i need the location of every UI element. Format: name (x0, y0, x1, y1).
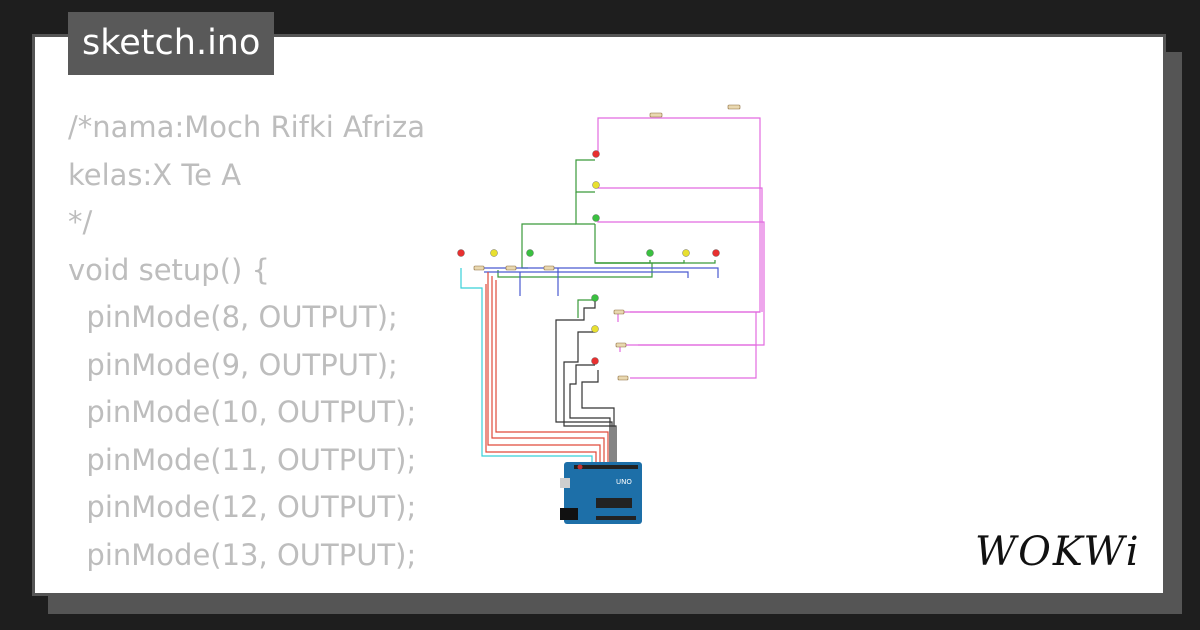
code-line: void setup() { (68, 252, 270, 287)
resistors (473, 104, 741, 381)
leds (457, 150, 720, 365)
led-green (592, 214, 600, 222)
code-line: pinMode(12, OUTPUT); (68, 490, 417, 524)
led-yellow (682, 249, 690, 257)
code-preview: /*nama:Moch Rifki Afriza kelas:X Te A */ vo… (68, 104, 425, 579)
wires-blue (480, 267, 719, 296)
circuit-diagram: UNO (457, 104, 765, 524)
code-line: */ (68, 205, 93, 239)
code-line: pinMode(13, OUTPUT); (68, 537, 417, 572)
led-yellow (490, 249, 498, 257)
code-line: pinMode(9, OUTPUT); (68, 347, 398, 382)
led-yellow (591, 325, 599, 333)
code-line: pinMode(8, OUTPUT); (68, 300, 398, 334)
led-red (457, 249, 465, 257)
wires-red (485, 272, 609, 465)
led-green (646, 249, 654, 257)
led-red (712, 249, 720, 257)
code-line: pinMode(11, OUTPUT); (68, 442, 417, 477)
code-line: /*nama:Moch Rifki Afriza (68, 110, 425, 144)
board-label: UNO (616, 478, 632, 486)
file-tab[interactable]: sketch.ino (68, 12, 275, 75)
led-yellow (592, 181, 600, 189)
wires-green (497, 159, 716, 318)
arduino-uno-board: UNO (560, 462, 642, 524)
wires-cyan (460, 268, 593, 465)
wires-pink (597, 117, 765, 379)
led-red (592, 150, 600, 158)
wokwi-logo: WOKWi (975, 529, 1141, 575)
code-line: pinMode(10, OUTPUT); (68, 395, 417, 429)
led-red (591, 357, 599, 365)
code-line: kelas:X Te A (68, 157, 242, 192)
led-green (526, 249, 534, 257)
wires-black (555, 300, 617, 465)
led-green (591, 294, 599, 302)
